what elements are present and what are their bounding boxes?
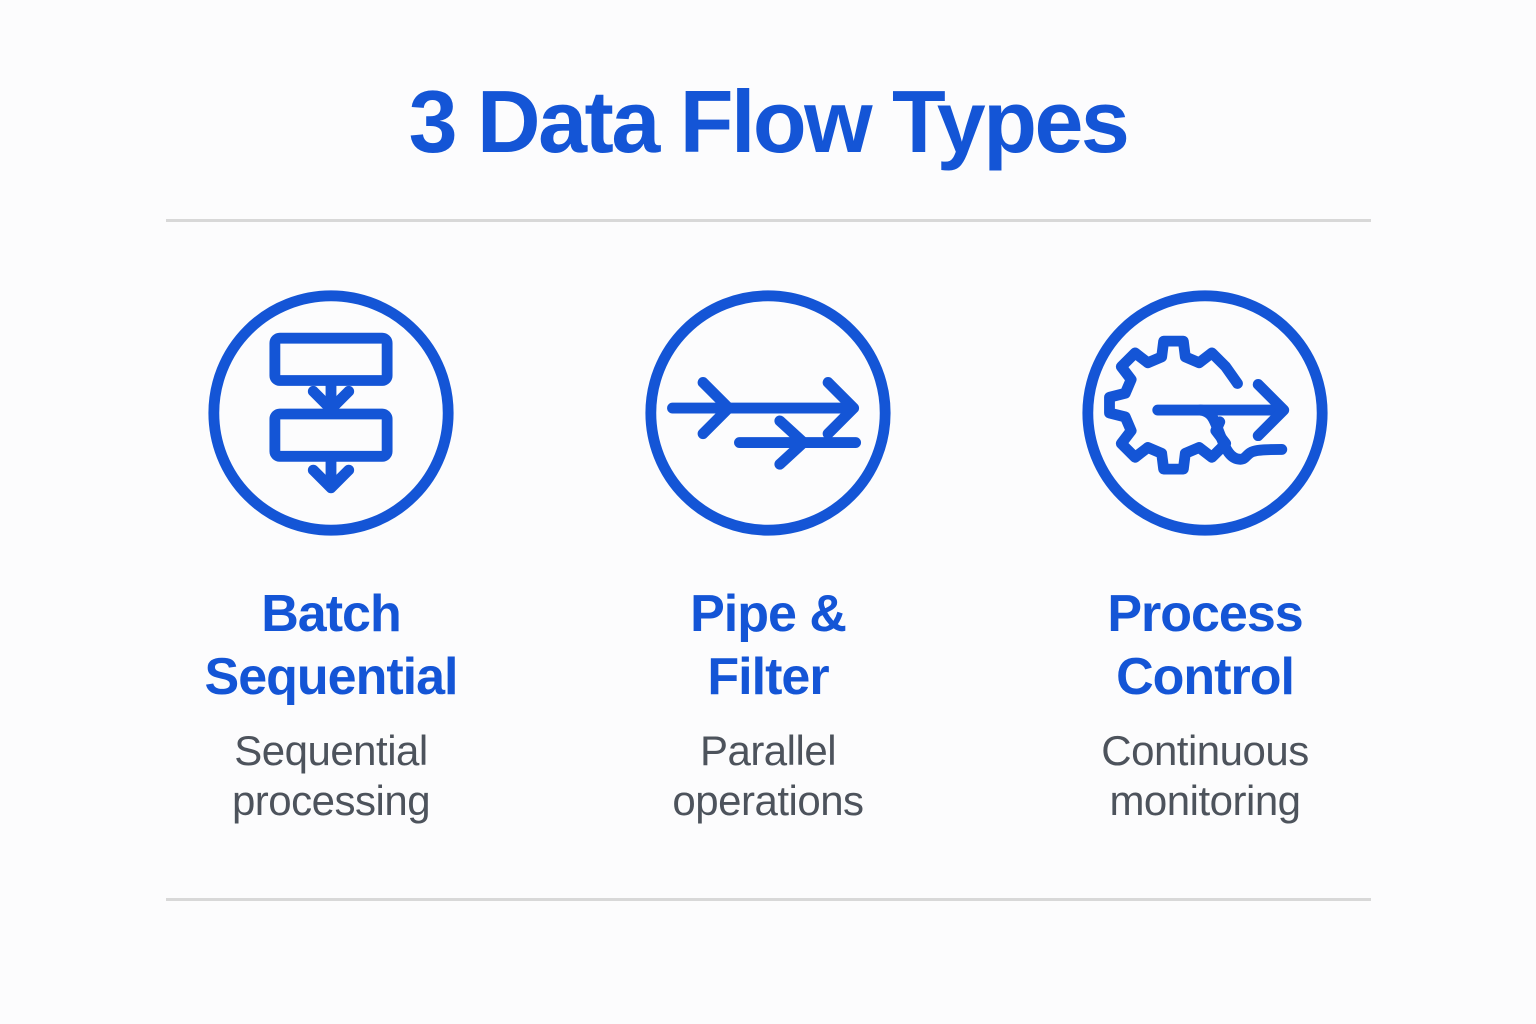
card-title-line: Filter (707, 648, 829, 706)
card-title-line: Control (1116, 648, 1295, 706)
card-title-line: Sequential (204, 648, 459, 706)
card-subtitle-line: Continuous (1101, 727, 1309, 774)
card-subtitle-line: processing (231, 777, 431, 824)
card-title-line: Batch (261, 585, 401, 643)
card-subtitle-line: Parallel (699, 727, 837, 774)
card-subtitle-line: Sequential (234, 727, 428, 774)
batch-sequential-icon (203, 285, 459, 541)
page-title: 3 Data Flow Types (408, 72, 1130, 171)
card-title-line: Pipe & (690, 585, 847, 643)
card-title-line: Process (1107, 585, 1303, 643)
card-title: Pipe &Filter (690, 583, 847, 709)
card-subtitle-line: operations (672, 777, 864, 824)
card-subtitle-line: monitoring (1109, 777, 1301, 824)
pipe-filter-icon (640, 285, 896, 541)
divider-bottom (165, 898, 1371, 901)
divider-top (165, 219, 1371, 222)
process-control-icon (1077, 285, 1333, 541)
